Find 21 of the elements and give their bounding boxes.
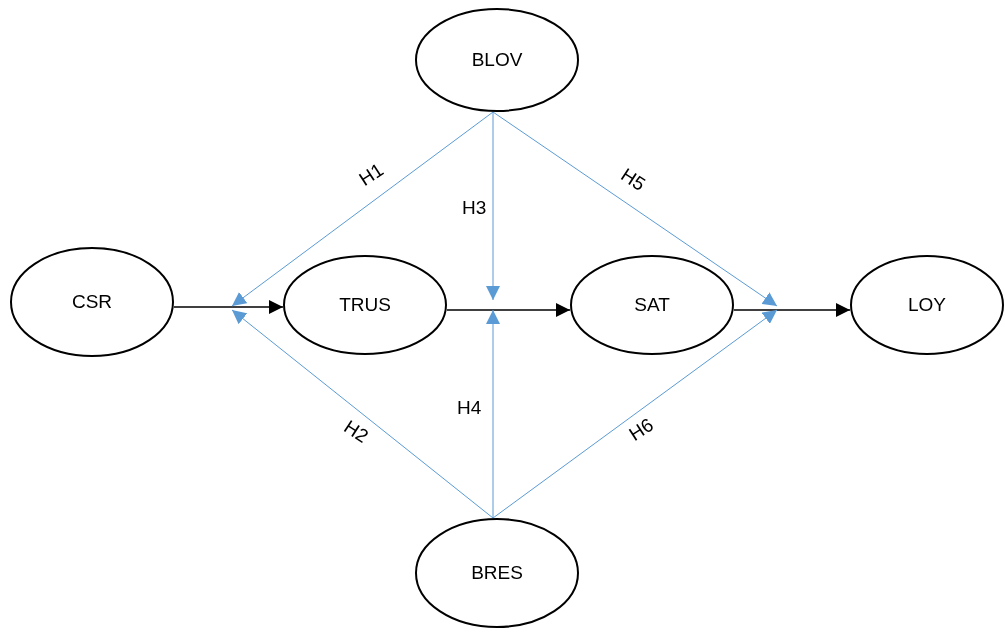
arrow — [446, 303, 571, 317]
edge-label: H6 — [625, 414, 657, 445]
arrow — [492, 111, 778, 307]
edge-label: H5 — [617, 164, 649, 195]
edge-label: H2 — [340, 416, 372, 447]
construct-ellipse: CSR — [10, 247, 174, 357]
construct-ellipse: BLOV — [415, 8, 579, 112]
arrow — [492, 309, 778, 519]
arrow — [231, 111, 494, 307]
construct-ellipse: LOY — [850, 255, 1004, 355]
construct-ellipse: SAT — [570, 255, 734, 355]
arrow — [173, 300, 284, 314]
arrow — [486, 111, 500, 301]
edge-label: H4 — [457, 398, 482, 417]
edge-label: H3 — [462, 198, 487, 217]
construct-ellipse: BRES — [415, 518, 579, 628]
arrow — [486, 309, 500, 519]
arrow — [231, 309, 494, 519]
arrow — [733, 303, 851, 317]
edge-label: H1 — [355, 159, 387, 190]
construct-ellipse: TRUS — [283, 255, 447, 355]
